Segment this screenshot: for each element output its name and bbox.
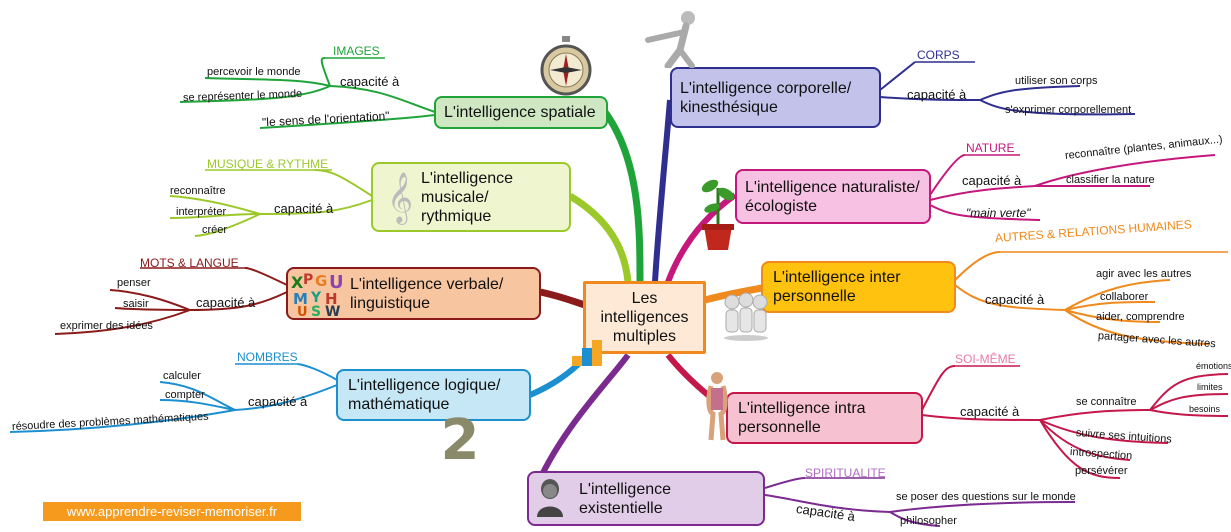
stretching-figure-icon: [640, 10, 710, 68]
verbale-title: L'intelligence verbale/ linguistique: [350, 275, 504, 312]
node-existentielle[interactable]: L'intelligence existentielle: [527, 471, 765, 526]
intra-title: L'intelligence intra personnelle: [738, 400, 866, 436]
branch-verbale: [539, 288, 587, 309]
inter-title: L'intelligence inter personnelle: [773, 269, 901, 305]
existentielle-category: SPIRITUALITE: [805, 466, 886, 480]
musicale-item-2: interpréter: [176, 206, 227, 218]
verbale-capacite: capacité à: [196, 295, 256, 310]
svg-text:S: S: [311, 304, 321, 318]
branch-naturaliste: [665, 192, 737, 284]
node-intra[interactable]: L'intelligence intra personnelle: [726, 392, 923, 444]
intra-sub-2: limites: [1197, 382, 1223, 392]
spatiale-item-1: percevoir le monde: [207, 66, 301, 78]
naturaliste-capacite: capacité à: [962, 173, 1022, 188]
inter-item-2: collaborer: [1100, 291, 1149, 303]
node-corporelle[interactable]: L'intelligence corporelle/ kinesthésique: [670, 67, 881, 128]
node-spatiale[interactable]: L'intelligence spatiale: [434, 96, 608, 129]
logique-category: NOMBRES: [237, 350, 298, 364]
verbale-category: MOTS & LANGUE: [140, 256, 239, 270]
svg-text:X: X: [291, 273, 304, 292]
number-two-icon: 2: [440, 408, 480, 473]
corporelle-capacite: capacité à: [907, 87, 967, 102]
musicale-capacite: capacité à: [274, 201, 334, 216]
verbale-item-1: penser: [117, 277, 151, 289]
logique-item-1: calculer: [163, 370, 201, 382]
mirror-figure-icon: [703, 370, 731, 442]
intra-capacite: capacité à: [960, 404, 1020, 419]
inter-item-1: agir avec les autres: [1096, 268, 1192, 280]
naturaliste-category: NATURE: [966, 141, 1015, 155]
stairs-icon: [572, 340, 602, 366]
existentielle-item-1: se poser des questions sur le monde: [896, 491, 1076, 503]
compass-icon: [540, 36, 592, 96]
svg-text:U: U: [297, 305, 308, 318]
node-musicale[interactable]: L'intelligence musicale/ rythmique: [371, 162, 571, 232]
branch-inter: [704, 284, 763, 304]
center-title: Les intelligences multiples: [600, 290, 689, 345]
branch-musicale: [568, 192, 632, 283]
naturaliste-title: L'intelligence naturaliste/ écologiste: [745, 178, 920, 215]
website-banner[interactable]: www.apprendre-reviser-memoriser.fr: [43, 502, 301, 521]
intra-category: SOI-MÊME: [955, 352, 1016, 366]
node-logique[interactable]: L'intelligence logique/ mathématique: [336, 369, 531, 421]
buddha-icon: [533, 477, 567, 519]
svg-text:P: P: [303, 272, 313, 288]
svg-text:W: W: [325, 304, 340, 318]
treble-clef-icon: 𝄞: [386, 171, 413, 223]
svg-text:G: G: [315, 272, 327, 290]
corporelle-item-1: utiliser son corps: [1015, 75, 1098, 87]
branch-spatiale: [602, 109, 644, 283]
logique-item-2: compter: [165, 389, 205, 401]
musicale-category: MUSIQUE & RYTHME: [207, 157, 329, 171]
verbale-item-2: saisir: [123, 298, 149, 310]
naturaliste-item-2: classifier la nature: [1066, 174, 1155, 186]
intra-item-3: persévérer: [1075, 465, 1128, 477]
branch-existentielle: [532, 353, 631, 492]
svg-text:Y: Y: [310, 290, 322, 306]
intra-sub-3: besoins: [1189, 404, 1221, 414]
potted-plant-icon: [698, 168, 738, 252]
svg-text:M: M: [293, 290, 308, 308]
existentielle-title: L'intelligence existentielle: [579, 480, 672, 517]
naturaliste-quote: "main verte": [966, 206, 1031, 220]
spatiale-capacite: capacité à: [340, 74, 400, 89]
branch-corporelle: [652, 99, 673, 283]
spatiale-category: IMAGES: [333, 44, 380, 58]
musicale-item-1: reconnaître: [170, 185, 226, 197]
spatiale-title: L'intelligence spatiale: [444, 104, 596, 121]
corporelle-category: CORPS: [917, 48, 960, 62]
corporelle-title: L'intelligence corporelle/ kinesthésique: [680, 79, 852, 116]
logique-title: L'intelligence logique/ mathématique: [348, 377, 501, 413]
musicale-item-3: créer: [202, 224, 228, 236]
musicale-title: L'intelligence musicale/ rythmique: [421, 169, 514, 225]
corporelle-item-2: s'exprimer corporellement: [1005, 104, 1132, 116]
center-node[interactable]: Les intelligences multiples: [583, 281, 706, 354]
logique-capacite: capacité à: [248, 394, 308, 409]
letters-icon: X P G U M Y H U S W: [289, 270, 347, 318]
node-inter[interactable]: L'intelligence inter personnelle: [761, 261, 956, 313]
verbale-item-3: exprimer des idées: [60, 320, 153, 332]
svg-text:H: H: [325, 290, 338, 308]
intra-sub-1: émotions: [1196, 361, 1231, 371]
group-people-icon: [720, 290, 772, 342]
inter-capacite: capacité à: [985, 292, 1045, 307]
inter-item-3: aider, comprendre: [1096, 311, 1185, 323]
existentielle-item-2: philosopher: [900, 515, 957, 527]
svg-text:U: U: [329, 272, 344, 293]
node-verbale[interactable]: L'intelligence verbale/ linguistique: [286, 267, 541, 320]
node-naturaliste[interactable]: L'intelligence naturaliste/ écologiste: [735, 169, 931, 224]
intra-connaitre: se connaître: [1076, 396, 1137, 408]
